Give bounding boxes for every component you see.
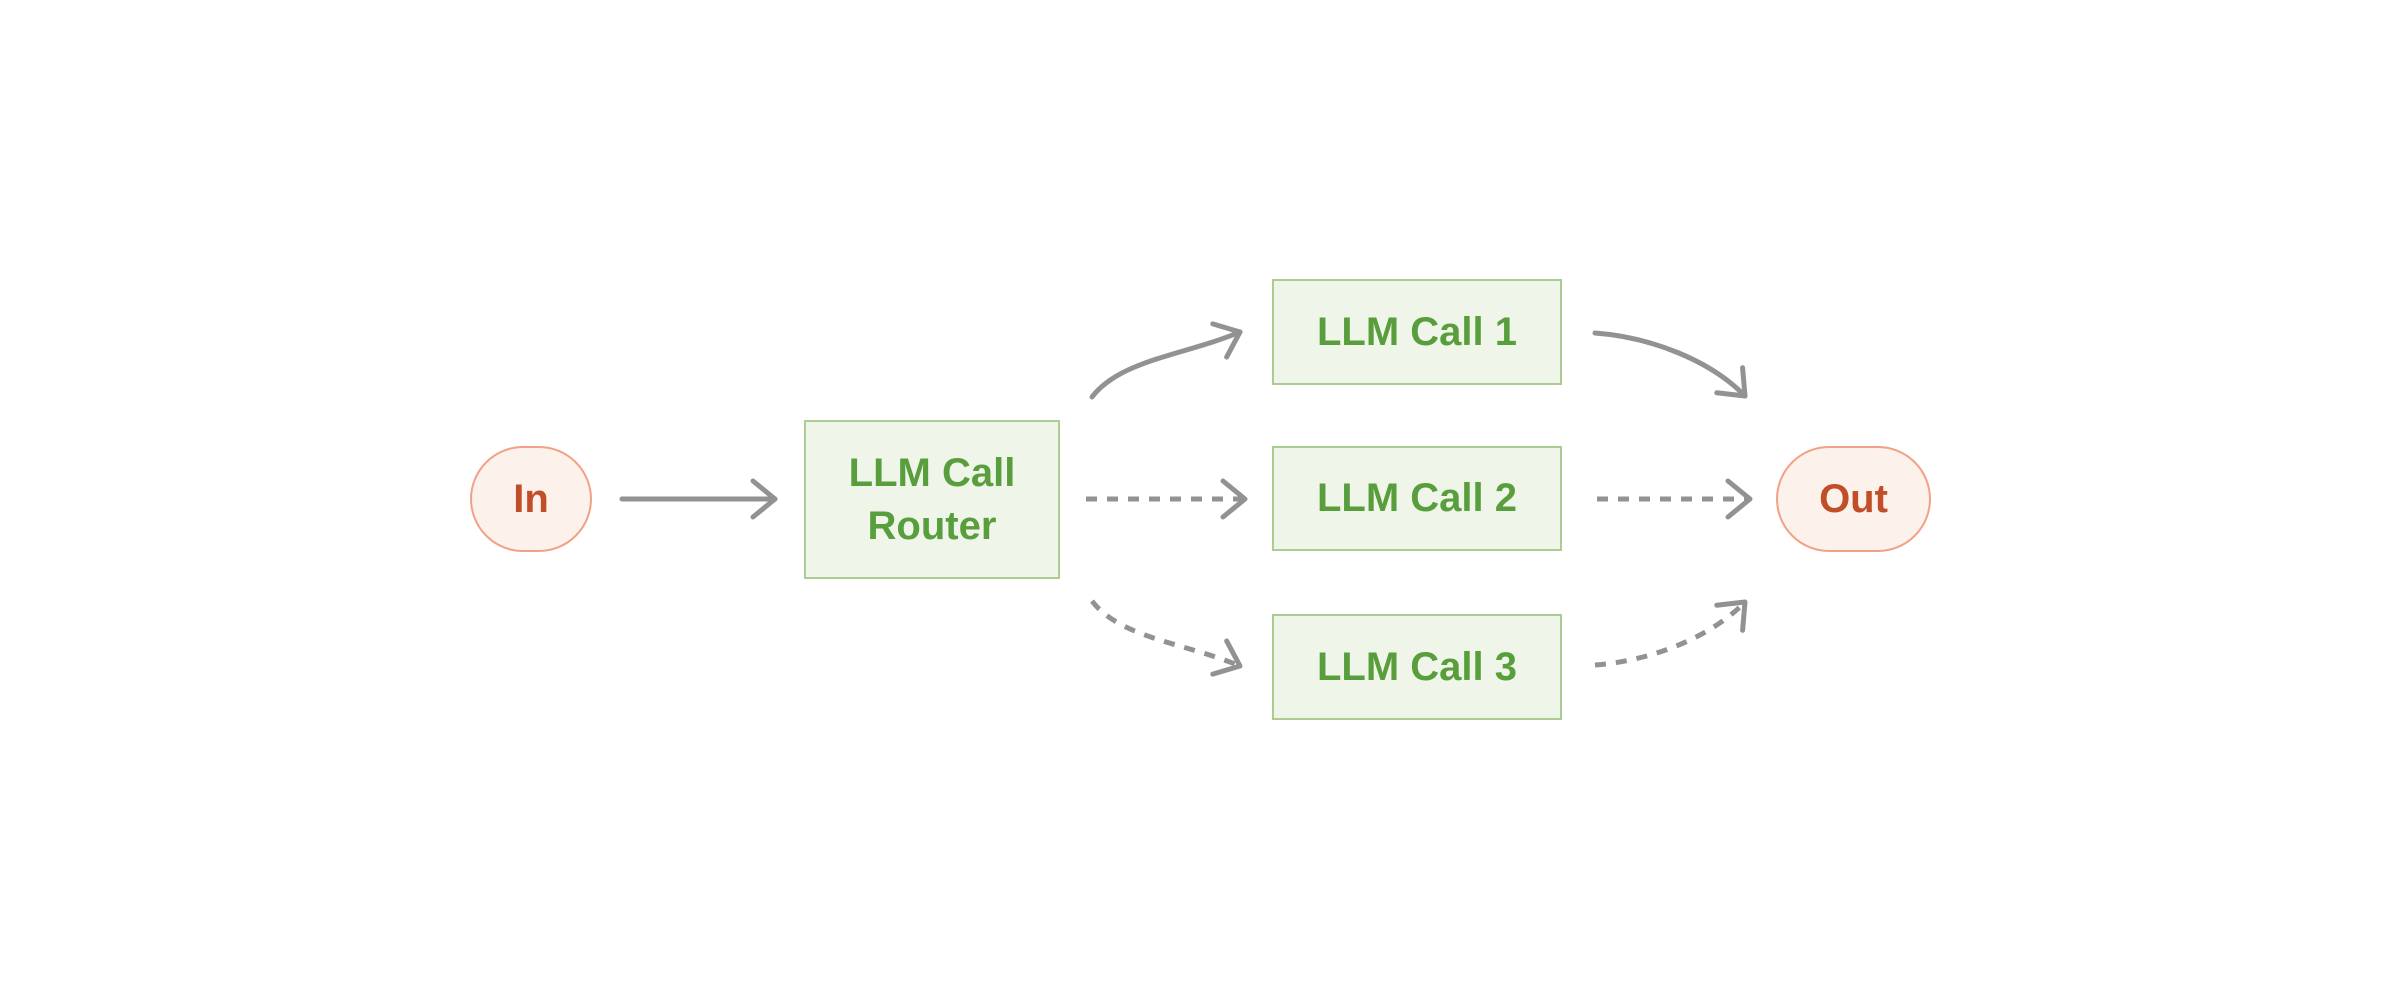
node-llm-call-1-label: LLM Call 1: [1316, 309, 1518, 354]
node-llm-call-1: LLM Call 1: [1272, 279, 1562, 385]
edge-call1-out: [1592, 330, 1748, 399]
node-llm-call-2-label: LLM Call 2: [1316, 476, 1518, 521]
node-out-label: Out: [1819, 476, 1888, 521]
node-out: Out: [1776, 446, 1931, 552]
node-llm-call-router: LLM Call Router: [804, 420, 1060, 579]
node-in-label: In: [513, 476, 549, 521]
edge-router-call1: [1089, 321, 1243, 400]
edge-router-call3: [1090, 599, 1243, 677]
edge-call3-out: [1594, 599, 1748, 668]
node-llm-call-3: LLM Call 3: [1272, 614, 1562, 720]
node-in: In: [470, 446, 592, 552]
node-llm-call-router-label: LLM Call Router: [848, 450, 1016, 548]
node-llm-call-2: LLM Call 2: [1272, 446, 1562, 551]
node-llm-call-3-label: LLM Call 3: [1316, 644, 1518, 689]
